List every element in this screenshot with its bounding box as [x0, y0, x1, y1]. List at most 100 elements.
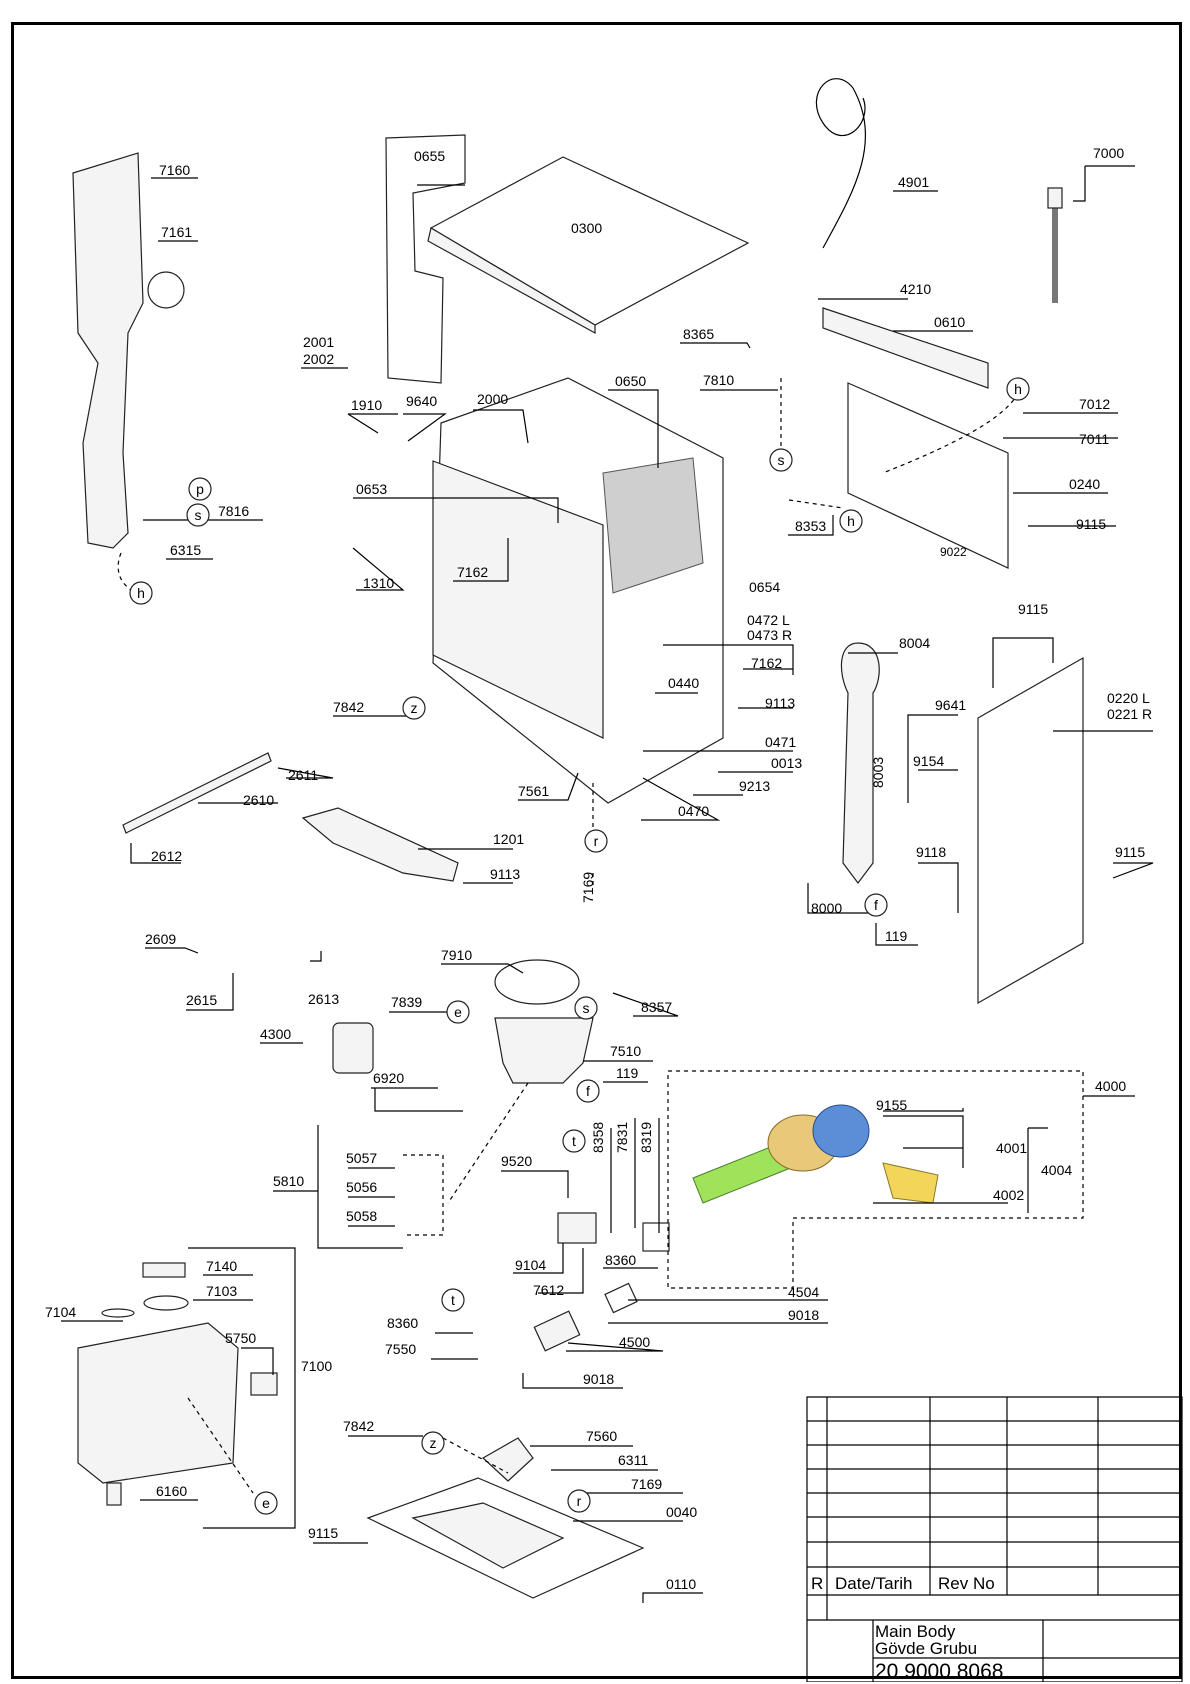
connector-z-top-label: z — [411, 700, 418, 716]
label-0040: 0040 — [666, 1504, 697, 1520]
label-1910: 1910 — [351, 397, 382, 413]
connector-z-top — [402, 696, 426, 720]
label-7831: 7831 — [614, 1122, 630, 1153]
water-softener-7100 — [77, 1322, 239, 1484]
clip-6160 — [106, 1482, 122, 1506]
connector-f-sump — [576, 1079, 600, 1103]
label-7560: 7560 — [586, 1428, 617, 1444]
top-cover-0300 — [429, 156, 750, 326]
connector-f-right — [864, 893, 888, 917]
label-7162-tub: 7162 — [457, 564, 488, 580]
label-7842-bottom: 7842 — [343, 1418, 374, 1434]
top-cover-edge — [427, 227, 596, 335]
title-govde-grubu: Gövde Grubu — [875, 1639, 977, 1658]
label-5810: 5810 — [273, 1173, 304, 1189]
title-rev-header: R — [811, 1574, 823, 1593]
label-9113-bracket: 9113 — [490, 866, 520, 882]
connector-t-sump — [562, 1129, 586, 1153]
label-5750: 5750 — [225, 1330, 256, 1346]
label-9213: 9213 — [739, 778, 770, 794]
label-0440: 0440 — [668, 675, 699, 691]
label-119-right: 119 — [885, 928, 908, 944]
sump-seal-7910 — [494, 959, 580, 1005]
label-0471: 0471 — [765, 734, 796, 750]
label-8365: 8365 — [683, 326, 714, 342]
sleeve-4504 — [604, 1282, 638, 1314]
label-9115-back: 9115 — [1076, 516, 1106, 532]
valve-7612 — [557, 1212, 597, 1244]
part-labels: 0655 0300 4901 7000 7160 7161 7816 6315 … — [45, 145, 1152, 1592]
connector-t-bottom-label: t — [451, 1292, 455, 1308]
dash-h-right — [882, 392, 1019, 474]
label-4300: 4300 — [260, 1026, 291, 1042]
label-6315: 6315 — [170, 542, 201, 558]
label-9115-panel-right: 9115 — [1115, 844, 1145, 860]
valve-5750 — [250, 1372, 278, 1396]
connector-t-bottom — [441, 1288, 465, 1312]
label-8004: 8004 — [899, 635, 930, 651]
cable-4901 — [815, 78, 867, 249]
label-7104: 7104 — [45, 1304, 76, 1320]
label-4504: 4504 — [788, 1284, 819, 1300]
connector-h-left-label: h — [137, 585, 145, 601]
label-0654: 0654 — [749, 579, 780, 595]
label-0110: 0110 — [666, 1576, 696, 1592]
connector-f-sump-label: f — [586, 1083, 590, 1099]
label-7612: 7612 — [533, 1282, 564, 1298]
label-8003: 8003 — [870, 757, 886, 788]
connector-h-top — [1006, 377, 1030, 401]
label-0653: 0653 — [356, 481, 387, 497]
label-0655: 0655 — [414, 148, 445, 164]
label-4000: 4000 — [1095, 1078, 1126, 1094]
sensor-4002 — [882, 1162, 939, 1204]
connector-r-bottom-label: r — [577, 1493, 582, 1509]
connector-h-mid-label: h — [847, 513, 855, 529]
label-0220: 0220 L — [1107, 690, 1150, 706]
connector-e-top-label: e — [454, 1004, 462, 1020]
top-rail-0610 — [822, 307, 989, 389]
label-0470: 0470 — [678, 803, 709, 819]
label-2609: 2609 — [145, 931, 176, 947]
label-9115-base: 9115 — [308, 1525, 338, 1541]
label-7169-top: 7169 — [580, 872, 596, 903]
title-main-body: Main Body — [875, 1622, 956, 1641]
label-0240: 0240 — [1069, 476, 1100, 492]
label-8360-right: 8360 — [605, 1252, 636, 1268]
hose-4500 — [533, 1310, 581, 1352]
label-7839: 7839 — [391, 994, 422, 1010]
label-4004: 4004 — [1041, 1162, 1072, 1178]
label-8319: 8319 — [638, 1122, 654, 1153]
label-8353: 8353 — [795, 518, 826, 534]
label-2002: 2002 — [303, 351, 334, 367]
label-7810: 7810 — [703, 372, 734, 388]
label-2000: 2000 — [477, 391, 508, 407]
label-2613: 2613 — [308, 991, 339, 1007]
label-7100: 7100 — [301, 1358, 332, 1374]
label-0650: 0650 — [615, 373, 646, 389]
label-5057: 5057 — [346, 1150, 377, 1166]
label-119-sump: 119 — [616, 1065, 639, 1081]
insulation-sheet-0655 — [385, 134, 466, 384]
label-9154: 9154 — [913, 753, 944, 769]
side-panel-0220 — [977, 656, 1084, 1005]
inlet-hose-connector — [1047, 187, 1063, 209]
connector-p-label: p — [196, 481, 204, 497]
group-5810-boundary — [403, 1154, 444, 1236]
label-7842-top: 7842 — [333, 699, 364, 715]
title-block: R Date/Tarih Rev No Main Body Gövde Grub… — [806, 1396, 1183, 1682]
label-7550: 7550 — [385, 1341, 416, 1357]
dash-e — [187, 1397, 254, 1494]
label-7162-right: 7162 — [751, 655, 782, 671]
label-7011: 7011 — [1079, 431, 1109, 447]
connector-f-right-label: f — [874, 897, 878, 913]
label-9113-right: 9113 — [765, 695, 795, 711]
label-4901: 4901 — [898, 174, 929, 190]
connector-h-mid — [839, 509, 863, 533]
label-5056: 5056 — [346, 1179, 377, 1195]
tub-door-frame — [432, 460, 604, 739]
label-7012: 7012 — [1079, 396, 1110, 412]
connector-s-sump — [574, 996, 598, 1020]
connector-t-sump-label: t — [572, 1133, 576, 1149]
label-7000: 7000 — [1093, 145, 1124, 161]
tub-insulation-0650 — [602, 457, 704, 594]
